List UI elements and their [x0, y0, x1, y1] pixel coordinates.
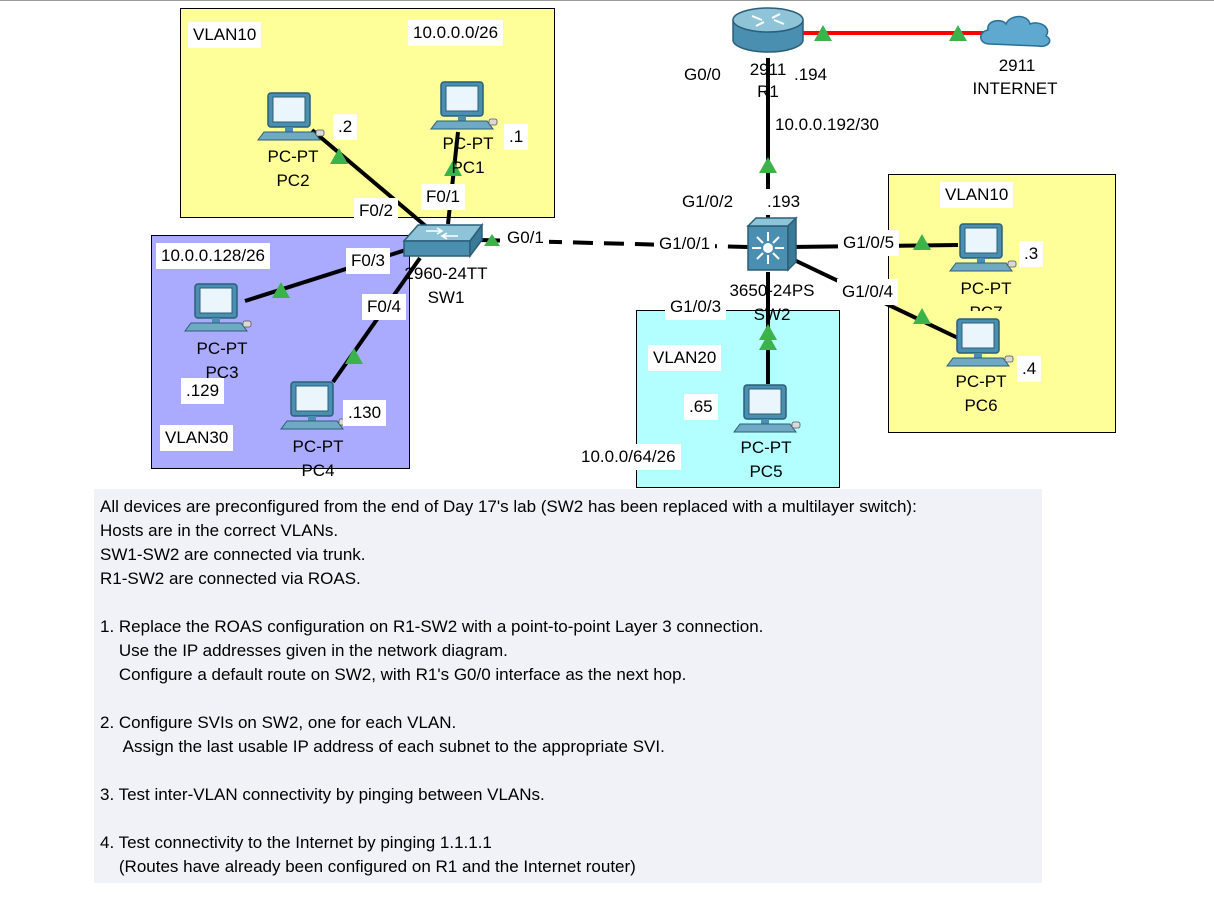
pc6-model: PC-PT — [955, 372, 1007, 391]
r1-ip: .194 — [789, 62, 833, 88]
r1-name: R1 — [757, 82, 779, 101]
instruction-line — [100, 687, 1036, 711]
link-light-pc2 — [330, 148, 348, 164]
pc6-name: PC6 — [964, 396, 998, 415]
instruction-line: 2. Configure SVIs on SW2, one for each V… — [100, 713, 457, 732]
pc1-icon[interactable] — [430, 81, 498, 130]
internet-model: 2911 — [998, 56, 1036, 75]
pc2-icon[interactable] — [257, 92, 325, 141]
pc7-icon[interactable] — [949, 223, 1017, 272]
lab-instructions: All devices are preconfigured from the e… — [94, 489, 1042, 883]
link-subnet-r1-sw2: 10.0.0.192/30 — [770, 112, 884, 138]
pc5-name: PC5 — [749, 462, 783, 481]
instruction-line: 1. Replace the ROAS configuration on R1-… — [100, 617, 764, 636]
instruction-line: Assign the last usable IP address of eac… — [100, 737, 665, 756]
instruction-line: 3. Test inter-VLAN connectivity by pingi… — [100, 785, 545, 804]
sw1-name: SW1 — [427, 288, 465, 307]
vlan20-label: VLAN20 — [648, 345, 722, 371]
port-sw2-g103: G1/0/3 — [665, 294, 727, 320]
pc2-name: PC2 — [276, 171, 310, 190]
instruction-line — [100, 591, 1036, 615]
link-light-pc6 — [913, 308, 931, 324]
pc1-ip: .1 — [504, 124, 529, 150]
link-light-sw2-r1 — [759, 157, 777, 173]
window-top-border — [0, 0, 1214, 1]
link-light-pc1 — [444, 160, 462, 176]
pc3-ip: .129 — [181, 378, 225, 404]
pc1-model: PC-PT — [442, 134, 494, 153]
instruction-line: Configure a default route on SW2, with R… — [100, 665, 687, 684]
instruction-line: Hosts are in the correct VLANs. — [100, 521, 339, 540]
instruction-line: R1-SW2 are connected via ROAS. — [100, 569, 361, 588]
link-light-r1-wan — [814, 25, 832, 41]
link-light-pc4 — [345, 348, 363, 364]
instruction-line: SW1-SW2 are connected via trunk. — [100, 545, 366, 564]
port-sw1-f03: F0/3 — [346, 248, 391, 274]
port-sw2-g101: G1/0/1 — [654, 231, 716, 257]
pc2-model: PC-PT — [267, 147, 319, 166]
vlan30-subnet: 10.0.0.128/26 — [156, 243, 270, 269]
link-light-sw1-g01 — [484, 234, 500, 246]
pc2-ip: .2 — [333, 114, 358, 140]
vlan10-left-subnet: 10.0.0.0/26 — [408, 20, 504, 46]
port-sw1-g01: G0/1 — [502, 225, 549, 251]
link-light-pc5 — [759, 334, 777, 350]
vlan20-subnet: 10.0.0/64/26 — [576, 444, 681, 470]
pc4-icon[interactable] — [280, 381, 348, 430]
pc4-name: PC4 — [301, 461, 335, 480]
vlan30-label: VLAN30 — [160, 425, 234, 451]
pc7-model: PC-PT — [960, 279, 1012, 298]
sw1-model: 2960-24TT — [404, 264, 488, 283]
instruction-line: All devices are preconfigured from the e… — [100, 497, 917, 516]
sw1-icon[interactable] — [402, 222, 484, 259]
port-sw1-f02: F0/2 — [354, 198, 399, 224]
port-sw1-f01: F0/1 — [421, 184, 466, 210]
internet-cloud-icon[interactable] — [980, 15, 1051, 48]
pc6-ip: .4 — [1017, 356, 1042, 382]
sw2-icon[interactable] — [746, 216, 798, 272]
sw2-name: SW2 — [753, 305, 791, 324]
pc3-icon[interactable] — [184, 283, 252, 332]
sw2-ip: .193 — [762, 189, 806, 215]
link-light-sw2-pc5 — [759, 324, 777, 340]
link-light-pc3 — [272, 282, 290, 298]
instruction-line — [100, 759, 1036, 783]
instruction-line: Use the IP addresses given in the networ… — [100, 641, 508, 660]
link-light-internet — [949, 25, 967, 41]
link-sw1-pc2[interactable] — [310, 128, 430, 230]
r1-model: 2911 — [749, 60, 787, 79]
instruction-line: 4. Test connectivity to the Internet by … — [100, 833, 492, 852]
pc4-ip: .130 — [343, 400, 387, 426]
internet-name: INTERNET — [972, 79, 1058, 98]
pc6-icon[interactable] — [946, 318, 1014, 367]
pc3-model: PC-PT — [196, 339, 248, 358]
pc5-icon[interactable] — [733, 384, 801, 433]
instruction-line — [100, 807, 1036, 831]
sw2-model: 3650-24PS — [729, 281, 815, 300]
pc4-model: PC-PT — [292, 437, 344, 456]
link-light-pc7 — [913, 234, 931, 250]
pc3-name: PC3 — [205, 363, 239, 382]
instruction-line: (Routes have already been configured on … — [100, 857, 636, 876]
pc7-ip: .3 — [1019, 241, 1044, 267]
port-sw2-g104: G1/0/4 — [837, 279, 899, 305]
vlan10-right-label: VLAN10 — [940, 182, 1014, 208]
vlan10-left-label: VLAN10 — [188, 22, 262, 48]
port-sw1-f04: F0/4 — [362, 294, 407, 320]
pc7-name: PC7 — [954, 303, 1018, 311]
port-sw2-g105: G1/0/5 — [838, 230, 900, 256]
r1-port-g00: G0/0 — [679, 62, 726, 88]
link-lights — [272, 25, 967, 364]
pc5-ip: .65 — [684, 394, 718, 420]
r1-icon[interactable] — [732, 7, 804, 53]
port-sw2-g102: G1/0/2 — [677, 189, 739, 215]
pc5-model: PC-PT — [740, 438, 792, 457]
pc1-name: PC1 — [451, 158, 485, 177]
